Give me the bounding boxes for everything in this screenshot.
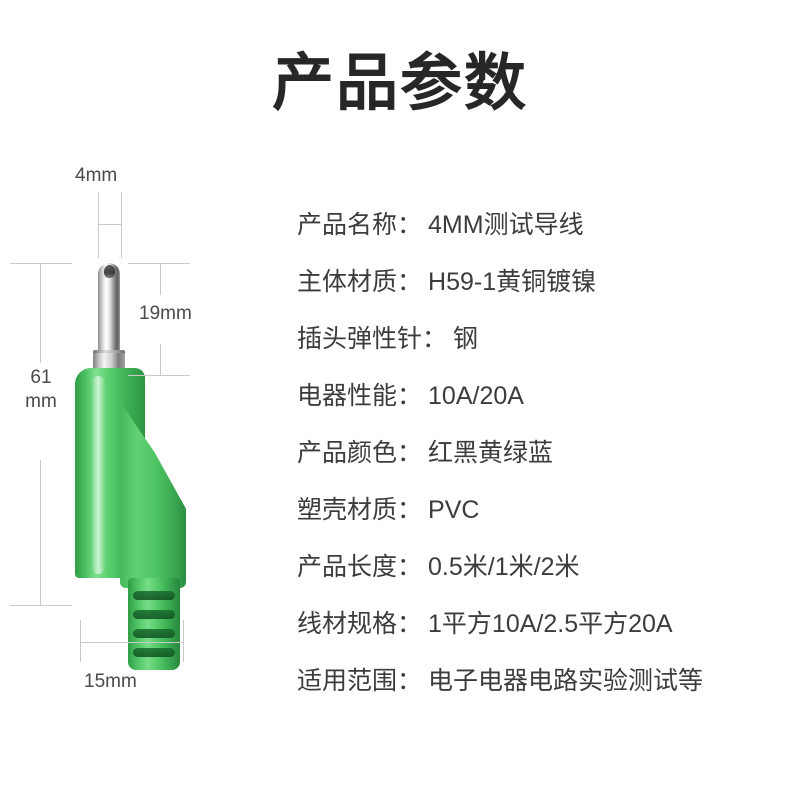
boot-rib <box>133 591 175 600</box>
spec-row-color: 产品颜色： 红黑黄绿蓝 <box>297 424 797 481</box>
banana-plug-illustration <box>0 150 280 730</box>
spec-value: 电子电器电路实验测试等 <box>428 666 704 695</box>
spec-row-application: 适用范围： 电子电器电路实验测试等 <box>297 652 797 709</box>
spec-label: 产品长度： <box>297 552 423 581</box>
spec-value: 1平方10A/2.5平方20A <box>428 609 673 638</box>
spec-row-spring-pin: 插头弹性针： 钢 <box>297 310 797 367</box>
boot-rib <box>133 648 175 657</box>
dim-19mm-line-lower <box>160 344 161 375</box>
dim-4mm-extension-right <box>121 192 122 258</box>
metal-pin-groove <box>93 350 125 355</box>
dim-15mm-extension-right <box>183 620 184 662</box>
dim-label-4mm: 4mm <box>75 164 118 187</box>
spec-value: 红黑黄绿蓝 <box>428 438 554 467</box>
spec-row-length: 产品长度： 0.5米/1米/2米 <box>297 538 797 595</box>
spec-row-body-material: 主体材质： H59-1黄铜镀镍 <box>297 253 797 310</box>
spec-label: 主体材质： <box>297 267 423 296</box>
dim-61mm-line-upper <box>40 263 41 363</box>
spec-row-wire-spec: 线材规格： 1平方10A/2.5平方20A <box>297 595 797 652</box>
dim-label-61mm-number: 61 <box>30 367 52 388</box>
dim-19mm-tick-top <box>128 263 190 264</box>
boot-rib <box>133 610 175 619</box>
boot-rib <box>133 629 175 638</box>
spec-row-product-name: 产品名称： 4MM测试导线 <box>297 196 797 253</box>
spec-value: H59-1黄铜镀镍 <box>428 267 597 296</box>
product-dimension-diagram: 4mm 19mm 61 mm 15mm <box>0 150 280 730</box>
plug-body-highlight <box>92 376 105 574</box>
spec-label: 产品颜色： <box>297 438 423 467</box>
dim-19mm-line-upper <box>160 263 161 295</box>
spec-row-shell-material: 塑壳材质： PVC <box>297 481 797 538</box>
spec-label: 线材规格： <box>297 609 423 638</box>
metal-pin-shaft <box>98 263 120 373</box>
dim-4mm-arrow-line <box>98 224 122 225</box>
dim-19mm-tick-bottom <box>128 375 190 376</box>
specification-list: 产品名称： 4MM测试导线 主体材质： H59-1黄铜镀镍 插头弹性针： 钢 电… <box>297 196 797 709</box>
metal-pin-tip <box>104 265 115 278</box>
spec-row-electrical-rating: 电器性能： 10A/20A <box>297 367 797 424</box>
dim-4mm-extension-left <box>98 192 99 258</box>
dim-label-61mm: 61 mm <box>18 366 64 414</box>
dim-label-61mm-unit: mm <box>25 391 57 412</box>
spec-value: 10A/20A <box>428 381 524 410</box>
dim-61mm-tick-top <box>10 263 72 264</box>
dim-61mm-tick-bottom <box>10 605 72 606</box>
spec-label: 产品名称： <box>297 210 423 239</box>
dim-15mm-extension-left <box>80 620 81 662</box>
spec-value: 4MM测试导线 <box>428 210 584 239</box>
dim-label-15mm: 15mm <box>84 670 137 693</box>
spec-value: PVC <box>428 495 480 524</box>
page-title: 产品参数 <box>271 49 528 118</box>
spec-label: 适用范围： <box>297 666 423 695</box>
spec-label: 插头弹性针： <box>297 324 448 353</box>
dim-15mm-arrow-line <box>80 642 184 643</box>
spec-value: 0.5米/1米/2米 <box>428 552 580 581</box>
spec-value: 钢 <box>453 324 479 353</box>
dim-61mm-line-lower <box>40 460 41 606</box>
dim-label-19mm: 19mm <box>139 302 192 325</box>
spec-label: 塑壳材质： <box>297 495 423 524</box>
spec-label: 电器性能： <box>297 381 423 410</box>
